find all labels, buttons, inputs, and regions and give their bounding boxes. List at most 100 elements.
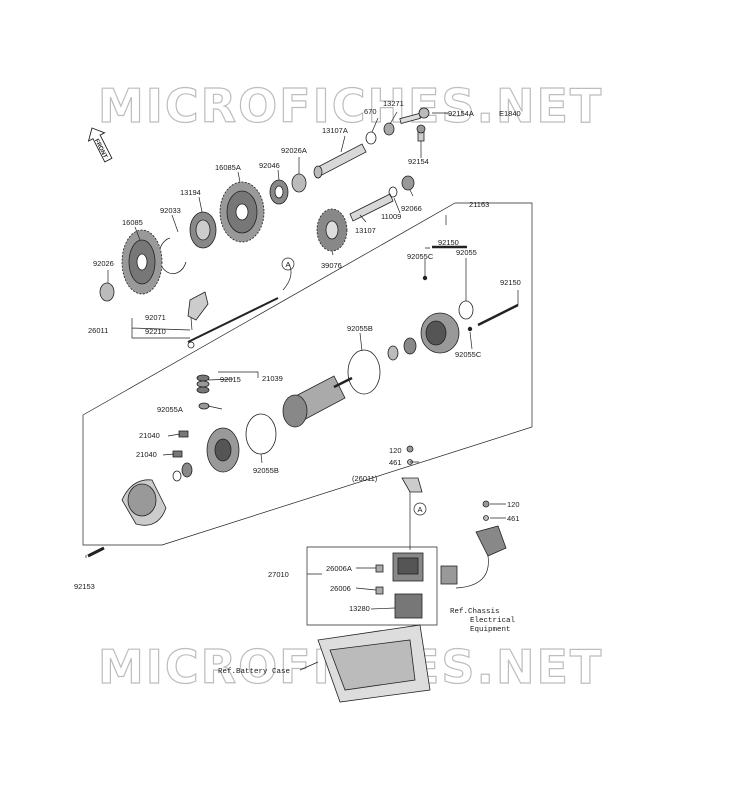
ref-chassis-line2: Electrical <box>470 617 516 625</box>
ref-chassis-line1: Ref.Chassis <box>450 608 500 616</box>
label-21040-b: 21040 <box>136 450 157 459</box>
label-13107: 13107 <box>355 226 376 235</box>
bearing-front-icon <box>181 462 193 478</box>
bearing-92046-icon <box>269 179 289 205</box>
watermark-top: MICROFICHES.NET <box>98 79 603 133</box>
clutch-13194-icon <box>189 211 217 249</box>
label-120-a: 120 <box>389 446 402 455</box>
label-11009: 11009 <box>381 212 401 221</box>
gear-16085-icon <box>121 229 163 295</box>
label-92033: 92033 <box>160 206 181 215</box>
label-92055C-b: 92055C <box>455 350 482 359</box>
label-92154: 92154 <box>408 157 429 166</box>
shaft-13107A-icon <box>313 143 367 179</box>
circlip-92033-icon <box>158 237 187 274</box>
ref-battery-case: Ref.Battery Case <box>218 668 290 676</box>
bracket-27010 <box>306 546 438 626</box>
end-cover-icon <box>420 312 460 354</box>
label-461-b: 461 <box>507 514 520 523</box>
relay-harness-icon <box>440 525 507 589</box>
shaft-13107-icon <box>349 193 394 222</box>
label-92055B-a: 92055B <box>347 324 373 333</box>
bolt-120-a-icon <box>406 445 414 453</box>
label-92026: 92026 <box>93 259 114 268</box>
washer-front-icon <box>172 470 182 482</box>
label-92210: 92210 <box>145 327 166 336</box>
label-26006: 26006 <box>330 584 351 593</box>
fuse-26006-icon <box>375 586 384 595</box>
terminal-cap-92071-icon <box>187 291 209 321</box>
brush-holder-icon <box>206 427 240 473</box>
gear-39076-icon <box>316 208 348 252</box>
label-92071: 92071 <box>145 313 166 322</box>
label-16085A: 16085A <box>215 163 241 172</box>
label-26011-ref: (26011) <box>352 474 378 483</box>
terminal-bolt-92210-icon <box>187 297 279 349</box>
label-16085: 16085 <box>122 218 143 227</box>
battery-case-bracket-icon <box>317 624 431 703</box>
label-461-a: 461 <box>389 458 402 467</box>
brush-21040-a-icon <box>178 430 189 438</box>
oring-92055-icon <box>458 300 474 320</box>
label-13271: 13271 <box>383 99 404 108</box>
washer-92055C-b-icon <box>467 326 473 332</box>
oring-11009-icon <box>388 186 398 198</box>
callout-a-top-icon <box>281 257 295 271</box>
bearing-end-icon <box>403 337 417 355</box>
leader-lines <box>85 111 519 671</box>
washer-92026-icon <box>99 282 115 302</box>
bolt-92154A-icon <box>399 107 430 124</box>
label-26011: 26011 <box>88 326 108 335</box>
label-92055: 92055 <box>456 248 477 257</box>
label-92150-a: 92150 <box>438 238 459 247</box>
label-13280: 13280 <box>349 604 370 613</box>
label-92055A: 92055A <box>157 405 183 414</box>
label-13107A: 13107A <box>322 126 348 135</box>
label-13194: 13194 <box>180 188 201 197</box>
bolt-92150-b-icon <box>477 303 519 327</box>
bearing-92066-icon <box>401 175 415 191</box>
washer-92026A-icon <box>291 173 307 193</box>
starter-relay-icon <box>392 552 424 582</box>
collar-13271-icon <box>383 122 395 136</box>
bracket-21039 <box>218 371 259 378</box>
oring-92055A-icon <box>198 402 210 410</box>
label-27010: 27010 <box>268 570 289 579</box>
washer-92055C-a-icon <box>422 275 428 281</box>
callout-a-bottom-icon <box>413 502 427 516</box>
bolt-92154-icon <box>416 124 426 142</box>
label-21163: 21163 <box>469 200 489 209</box>
armature-icon <box>282 375 353 428</box>
washer-stack-92015-icon <box>196 374 210 394</box>
washer-461-b-icon <box>483 515 489 521</box>
callout-a-top: A <box>286 260 291 269</box>
ref-chassis-line3: Equipment <box>470 626 511 634</box>
oring-670-icon <box>365 131 377 145</box>
label-92055B-b: 92055B <box>253 466 279 475</box>
label-39076: 39076 <box>321 261 342 270</box>
label-92066: 92066 <box>401 204 422 213</box>
label-21039: 21039 <box>262 374 283 383</box>
oring-92055B-b-icon <box>245 413 277 455</box>
bracket-26011 <box>131 318 191 339</box>
label-92046: 92046 <box>259 161 280 170</box>
bolt-120-b-icon <box>482 500 490 508</box>
bolt-92153-icon <box>87 546 105 558</box>
lead-wire-icon <box>282 261 411 550</box>
label-92150-b: 92150 <box>500 278 521 287</box>
washer-end-icon <box>387 345 399 361</box>
fuse-26006A-icon <box>375 564 384 573</box>
gear-16085A-icon <box>219 181 265 243</box>
front-housing-icon <box>121 479 167 526</box>
label-92055C-a: 92055C <box>407 252 434 261</box>
diagram-code: E1840 <box>499 109 521 118</box>
label-92154A: 92154A <box>448 109 474 118</box>
cable-end-icon <box>401 477 423 493</box>
assembly-frame-21163 <box>82 202 533 546</box>
brush-21040-b-icon <box>172 450 183 458</box>
label-120-b: 120 <box>507 500 520 509</box>
relay-cover-13280-icon <box>394 593 423 619</box>
label-26006A: 26006A <box>326 564 352 573</box>
label-92153: 92153 <box>74 582 95 591</box>
callout-a-bottom: A <box>418 505 423 514</box>
